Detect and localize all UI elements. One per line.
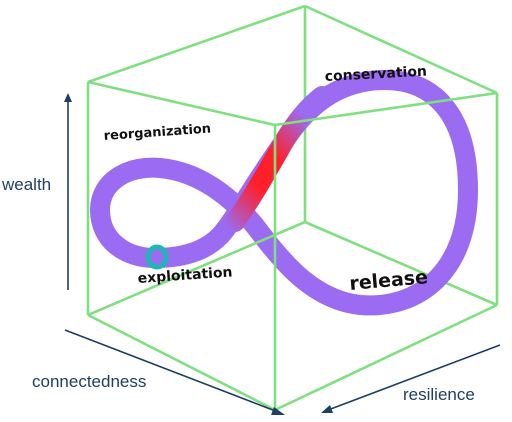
release-hot-zone [225, 86, 332, 232]
wealth-axis-label: wealth [1, 175, 51, 194]
resilience-axis-label: resilience [403, 385, 475, 404]
exploitation-label: exploitation [137, 264, 233, 287]
start-marker [145, 244, 169, 270]
resilience-arrowhead [321, 405, 333, 413]
reorganization-label: reorganization [103, 122, 211, 144]
cube-front-edges [86, 4, 499, 412]
axis-arrows [64, 93, 501, 415]
wealth-arrowhead [64, 93, 72, 102]
connectedness-axis-label: connectedness [32, 372, 146, 391]
connectedness-axis-arrow [64, 329, 279, 413]
resilience-axis-arrow [327, 344, 501, 411]
conservation-label: conservation [324, 64, 427, 85]
connectedness-arrowhead [271, 407, 285, 415]
